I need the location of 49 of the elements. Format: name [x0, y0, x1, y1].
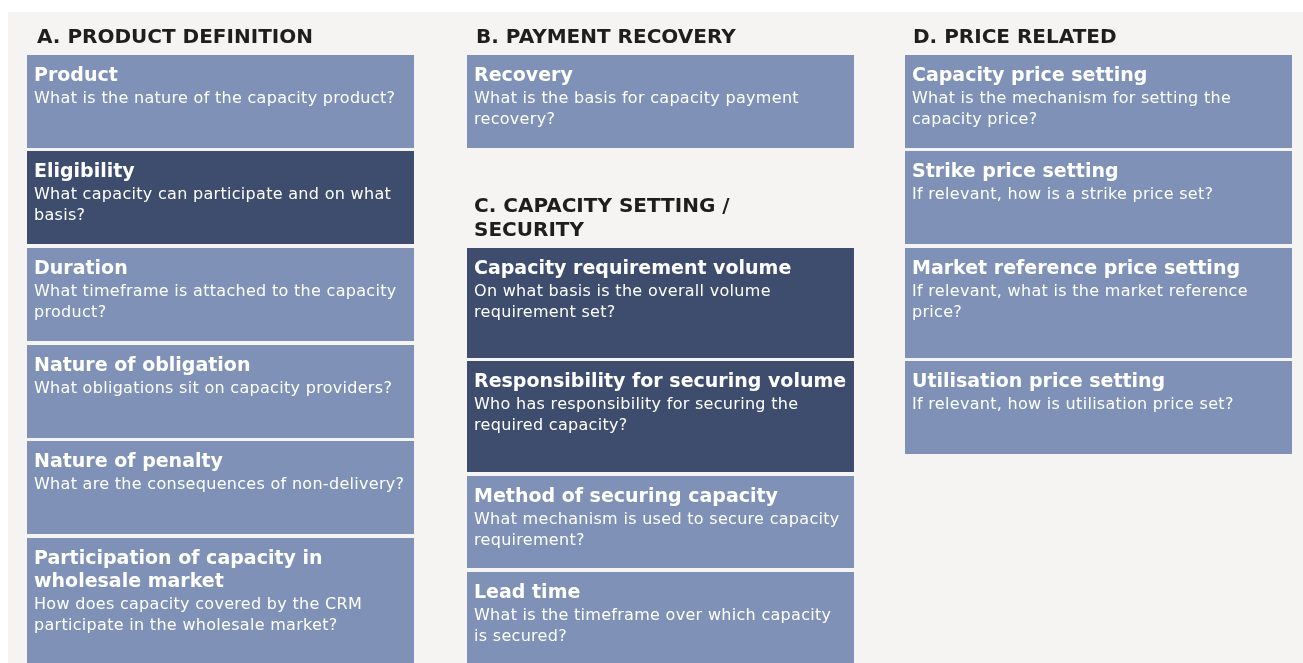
- card-title: Recovery: [474, 63, 574, 86]
- card-title: Duration: [34, 256, 129, 279]
- card-title: Participation of capacity in wholesale market: [34, 546, 324, 592]
- question-card: [905, 55, 1292, 148]
- card-title: Eligibility: [34, 159, 136, 182]
- card-question: What is the nature of the capacity product?: [34, 87, 397, 108]
- card-question: What mechanism is used to secure capacity requirement?: [474, 508, 841, 550]
- section-heading: A. PRODUCT DEFINITION: [37, 24, 314, 48]
- card-title: Utilisation price setting: [912, 369, 1167, 392]
- question-card: [905, 361, 1292, 454]
- card-question: What is the timeframe over which capacity is secured?: [474, 604, 833, 646]
- card-title: Product: [34, 63, 119, 86]
- question-card: [467, 361, 854, 472]
- card-title: Capacity requirement volume: [474, 256, 793, 279]
- card-title: Nature of obligation: [34, 353, 252, 376]
- card-title: Market reference price setting: [912, 256, 1241, 279]
- card-question: If relevant, how is a strike price set?: [912, 183, 1215, 204]
- card-question: What capacity can participate and on what basis?: [34, 183, 393, 225]
- section-heading: D. PRICE RELATED: [913, 24, 1118, 48]
- question-card: [27, 441, 414, 534]
- card-title: Strike price setting: [912, 159, 1120, 182]
- card-title: Lead time: [474, 580, 582, 603]
- card-question: What obligations sit on capacity providers?: [34, 377, 394, 398]
- card-title: Responsibility for securing volume: [474, 369, 847, 392]
- card-question: On what basis is the overall volume requirement set?: [474, 280, 772, 322]
- card-question: What is the basis for capacity payment recovery?: [474, 87, 800, 129]
- section-heading: B. PAYMENT RECOVERY: [476, 24, 737, 48]
- question-card: [27, 345, 414, 438]
- card-title: Capacity price setting: [912, 63, 1149, 86]
- question-card: [467, 55, 854, 148]
- section-heading: C. CAPACITY SETTING / SECURITY: [474, 193, 731, 241]
- card-question: What timeframe is attached to the capacity product?: [34, 280, 398, 322]
- card-question: Who has responsibility for securing the required capacity?: [474, 393, 800, 435]
- card-title: Method of securing capacity: [474, 484, 779, 507]
- question-card: [27, 248, 414, 341]
- question-card: [467, 572, 854, 663]
- question-card: [27, 151, 414, 244]
- question-card: [27, 55, 414, 148]
- question-card: [905, 151, 1292, 244]
- question-card: [467, 248, 854, 358]
- question-card: [905, 248, 1292, 358]
- card-question: If relevant, how is utilisation price set?: [912, 393, 1235, 414]
- card-question: What is the mechanism for setting the capacity price?: [912, 87, 1233, 129]
- card-question: What are the consequences of non-delivery?: [34, 473, 406, 494]
- question-card: [27, 538, 414, 663]
- card-title: Nature of penalty: [34, 449, 224, 472]
- card-question: How does capacity covered by the CRM participate in the wholesale market?: [34, 593, 363, 635]
- card-question: If relevant, what is the market reference price?: [912, 280, 1249, 322]
- question-card: [467, 476, 854, 568]
